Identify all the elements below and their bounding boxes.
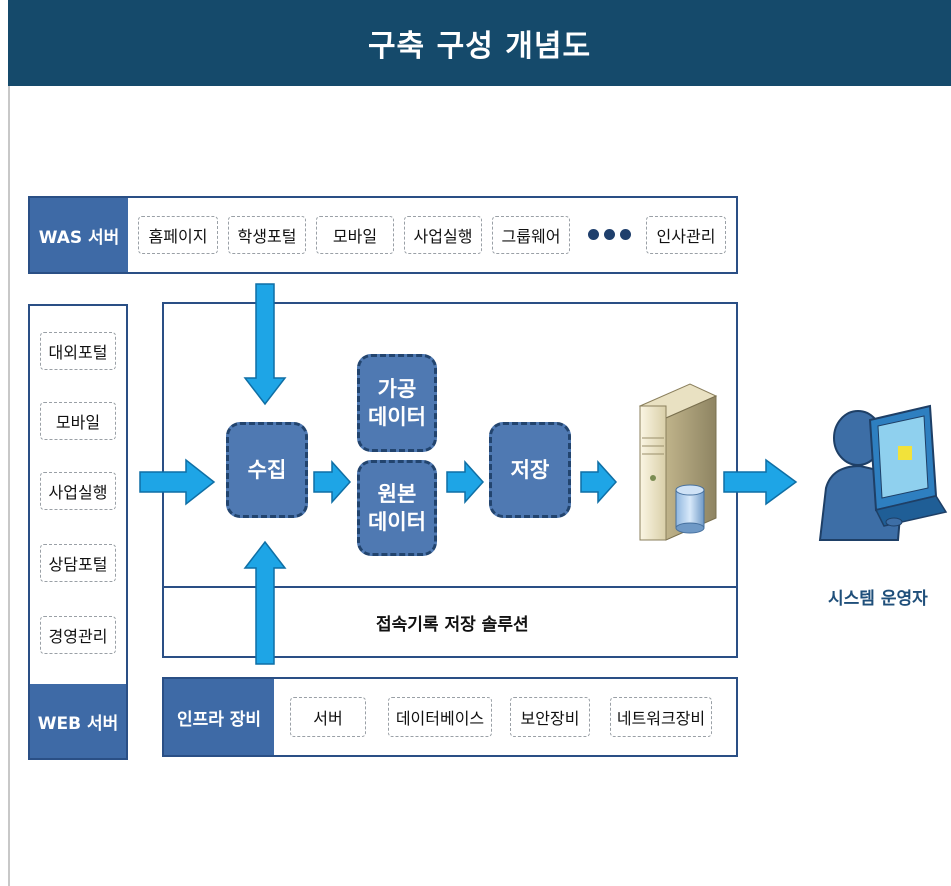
- web-item-external-portal: 대외포털: [40, 332, 116, 370]
- infra-item-security: 보안장비: [510, 697, 590, 737]
- was-item-hr: 인사관리: [646, 216, 726, 254]
- was-item-student-portal: 학생포털: [228, 216, 306, 254]
- was-item-mobile: 모바일: [316, 216, 394, 254]
- web-item-management: 경영관리: [40, 616, 116, 654]
- page-header: 구축 구성 개념도: [8, 0, 951, 86]
- solution-caption: 접속기록 저장 솔루션: [376, 615, 529, 635]
- web-server-box: 대외포털 모바일 사업실행 상담포털 경영관리 WEB 서버: [28, 304, 128, 760]
- raw-data-box: 원본 데이터: [357, 460, 437, 556]
- processed-data-line2: 데이터: [368, 405, 426, 429]
- ellipsis-icon: [588, 229, 631, 240]
- store-label: 저장: [510, 457, 550, 482]
- infra-item-database: 데이터베이스: [388, 697, 492, 737]
- web-item-mobile: 모바일: [40, 402, 116, 440]
- processed-data-box: 가공 데이터: [357, 354, 437, 452]
- operator-icon: [818, 404, 948, 541]
- raw-data-line2: 데이터: [368, 510, 426, 534]
- store-box: 저장: [489, 422, 571, 518]
- infra-box: 인프라 장비 서버 데이터베이스 보안장비 네트워크장비: [162, 677, 738, 757]
- web-server-label: WEB 서버: [30, 684, 126, 758]
- infra-item-server: 서버: [290, 697, 366, 737]
- was-item-business: 사업실행: [404, 216, 482, 254]
- solution-caption-divider: [164, 586, 736, 588]
- was-item-groupware: 그룹웨어: [492, 216, 570, 254]
- left-divider: [8, 86, 10, 886]
- processed-data-line1: 가공: [377, 376, 417, 401]
- infra-item-network: 네트워크장비: [610, 697, 712, 737]
- was-server-box: WAS 서버 홈페이지 학생포털 모바일 사업실행 그룹웨어 인사관리: [28, 196, 738, 274]
- operator-label: 시스템 운영자: [828, 589, 928, 609]
- collect-box: 수집: [226, 422, 308, 518]
- collect-label: 수집: [247, 457, 287, 482]
- was-item-homepage: 홈페이지: [138, 216, 218, 254]
- web-item-consult-portal: 상담포털: [40, 544, 116, 582]
- page-title: 구축 구성 개념도: [367, 29, 592, 64]
- raw-data-line1: 원본: [377, 481, 417, 506]
- infra-label: 인프라 장비: [164, 679, 274, 755]
- web-item-business: 사업실행: [40, 472, 116, 510]
- was-server-label: WAS 서버: [30, 198, 128, 272]
